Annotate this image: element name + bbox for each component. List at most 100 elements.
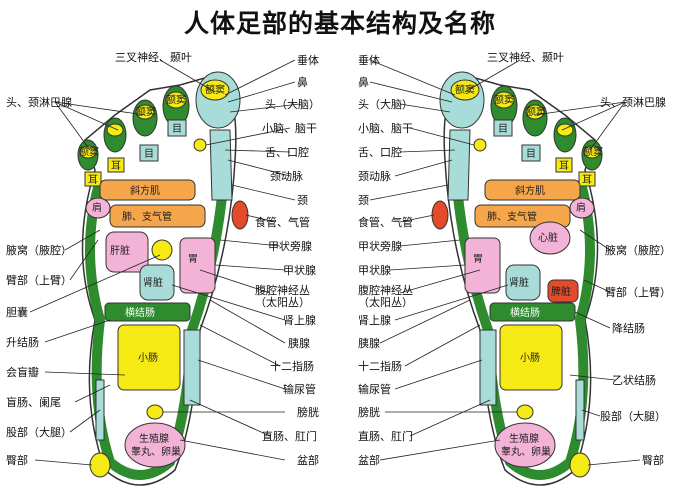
left-zone-liver: 肝脏 <box>110 244 130 257</box>
right-zone-gonad: 生殖腺 <box>509 432 539 445</box>
label-r-thyroid: 甲状腺 <box>358 264 391 277</box>
left-bladder-dot <box>146 404 164 420</box>
right-ureter-zone <box>479 329 497 406</box>
right-ear-zone-2 <box>578 171 596 187</box>
label-r-duodenum: 十二指肠 <box>358 360 402 373</box>
left-shoulder-zone <box>85 197 111 219</box>
leader-lines <box>29 59 641 466</box>
right-zone-sinus-1: 额窦 <box>455 83 475 96</box>
label-l-adrenal: 肾上腺 <box>283 314 316 327</box>
right-big-toe-sinus <box>450 79 480 101</box>
label-r-nose: 鼻 <box>358 76 369 89</box>
label-r-head-lymph: 头、颈淋巴腺 <box>600 96 666 109</box>
label-r-carotid: 颈动脉 <box>358 170 391 183</box>
right-neck-column <box>447 129 471 201</box>
right-zone-sinus-3: 额窦 <box>526 105 546 118</box>
right-gonad-zone <box>494 422 556 468</box>
left-zone-eye-2: 目 <box>144 149 154 160</box>
left-stomach-zone <box>179 237 216 294</box>
left-zone-transverse: 横结肠 <box>125 306 155 319</box>
label-l-head-brain: 头（大脑） <box>265 98 320 111</box>
right-eye-zone-2 <box>521 144 541 162</box>
label-l-parathyroid: 甲状旁腺 <box>268 240 312 253</box>
left-zone-sinus-2: 额窦 <box>166 93 186 106</box>
left-zone-stomach: 胃 <box>188 253 198 265</box>
label-l-hip: 臀部 <box>6 454 28 467</box>
label-l-tongue: 舌、口腔 <box>265 146 309 159</box>
label-r-thigh: 股部（大腿） <box>600 410 666 423</box>
right-zone-eye-1: 目 <box>498 124 508 135</box>
right-zone-spleen: 脾脏 <box>551 285 571 298</box>
left-small-intestine-zone <box>117 324 181 391</box>
left-zone-eye-1: 目 <box>172 124 182 135</box>
left-zone-shoulder: 肩 <box>92 201 102 214</box>
right-zone-ear-1: 耳 <box>559 160 569 172</box>
left-liver-zone <box>105 231 149 273</box>
right-toe-2-sinus <box>493 91 515 109</box>
label-l-thyroid: 甲状腺 <box>283 264 316 277</box>
label-l-head-lymph: 头、颈淋巴腺 <box>6 96 72 109</box>
left-big-toe-sinus <box>200 79 230 101</box>
label-r-brainstem: 小脑、脑干 <box>358 122 413 135</box>
right-toe-5-sinus <box>583 145 601 159</box>
left-transverse-zone <box>104 302 191 322</box>
right-toe-3-sinus <box>525 104 545 120</box>
right-heart-zone <box>529 221 571 255</box>
label-l-appendix: 盲肠、阑尾 <box>6 396 61 409</box>
label-r-sigmoid: 乙状结肠 <box>612 374 656 387</box>
label-l-cecum: 会盲瓣 <box>6 366 39 379</box>
label-l-esophagus: 食管、气管 <box>255 216 310 229</box>
right-zone-trapezius: 斜方肌 <box>515 184 545 197</box>
label-r-celiac: 腹腔神经丛 <box>358 284 413 297</box>
right-ear-zone <box>555 157 573 173</box>
right-zone-ear-2: 耳 <box>582 174 592 186</box>
left-toe-5-sinus <box>79 145 97 159</box>
label-l-nose: 鼻 <box>297 76 308 89</box>
left-zone-ear-2: 耳 <box>88 174 98 186</box>
right-zone-transverse: 横结肠 <box>510 306 540 319</box>
label-l-celiac: 腹腔神经丛 <box>255 284 310 297</box>
label-r-pancreas: 胰腺 <box>358 337 380 350</box>
right-zone-kidney: 肾脏 <box>509 276 529 289</box>
label-l-ascending: 升结肠 <box>6 336 39 349</box>
label-r-hip: 臀部 <box>642 454 664 467</box>
label-r-parathyroid: 甲状旁腺 <box>358 240 402 253</box>
label-l-duodenum: 十二指肠 <box>270 360 314 373</box>
label-l-thigh: 股部（大腿） <box>6 426 72 439</box>
label-r-upperarm: 臂部（上臂） <box>605 286 671 299</box>
left-eye-zone-2 <box>139 144 159 162</box>
left-zone-ear-1: 耳 <box>111 160 121 172</box>
right-zone-stomach: 胃 <box>473 253 483 265</box>
label-r-adrenal: 肾上腺 <box>358 314 391 327</box>
label-l-gallbladder: 胆囊 <box>6 306 28 319</box>
right-zone-lung: 肺、支气管 <box>487 210 537 223</box>
left-esophagus-zone <box>231 200 249 230</box>
label-r-pituitary: 垂体 <box>358 54 380 67</box>
left-toe-2-sinus <box>165 91 187 109</box>
label-r-rectum: 直肠、肛门 <box>358 430 413 443</box>
right-zone-sinus-5: 额窦 <box>583 145 603 158</box>
label-l-celiac2: （太阳丛） <box>255 296 310 309</box>
label-r-descending: 降结肠 <box>612 322 645 335</box>
label-l-carotid: 颈动脉 <box>270 170 303 183</box>
left-zone-sinus-1: 额窦 <box>205 83 225 96</box>
label-l-brainstem: 小脑、脑干 <box>262 122 317 135</box>
left-foot: 额窦 额窦 额窦 额窦 目 目 耳 耳 斜方肌 肩 肺、支气管 <box>77 71 249 486</box>
label-l-pituitary: 垂体 <box>297 54 319 67</box>
left-lung-zone <box>109 204 206 228</box>
right-zone-heart: 心脏 <box>538 231 558 244</box>
right-spleen-zone <box>547 279 579 303</box>
right-zone-shoulder: 肩 <box>576 201 586 214</box>
left-kidney-zone <box>139 264 175 301</box>
right-foot: 额窦 额窦 额窦 额窦 目 目 耳 耳 斜方肌 肩 肺、支气管 心脏 胃 肾脏 <box>431 71 603 486</box>
right-esophagus-zone <box>431 200 449 230</box>
left-zone-small-intestine: 小肠 <box>138 352 158 364</box>
label-r-neck: 颈 <box>358 194 369 207</box>
left-zone-kidney: 肾脏 <box>143 276 163 289</box>
label-r-armpit: 腋窝（腋腔） <box>605 244 671 257</box>
right-zone-eye-2: 目 <box>526 149 536 160</box>
left-gonad-zone <box>124 422 186 468</box>
left-neck-column <box>209 129 233 201</box>
right-trapezius-zone <box>484 179 581 201</box>
left-brainstem-dot <box>193 138 207 152</box>
